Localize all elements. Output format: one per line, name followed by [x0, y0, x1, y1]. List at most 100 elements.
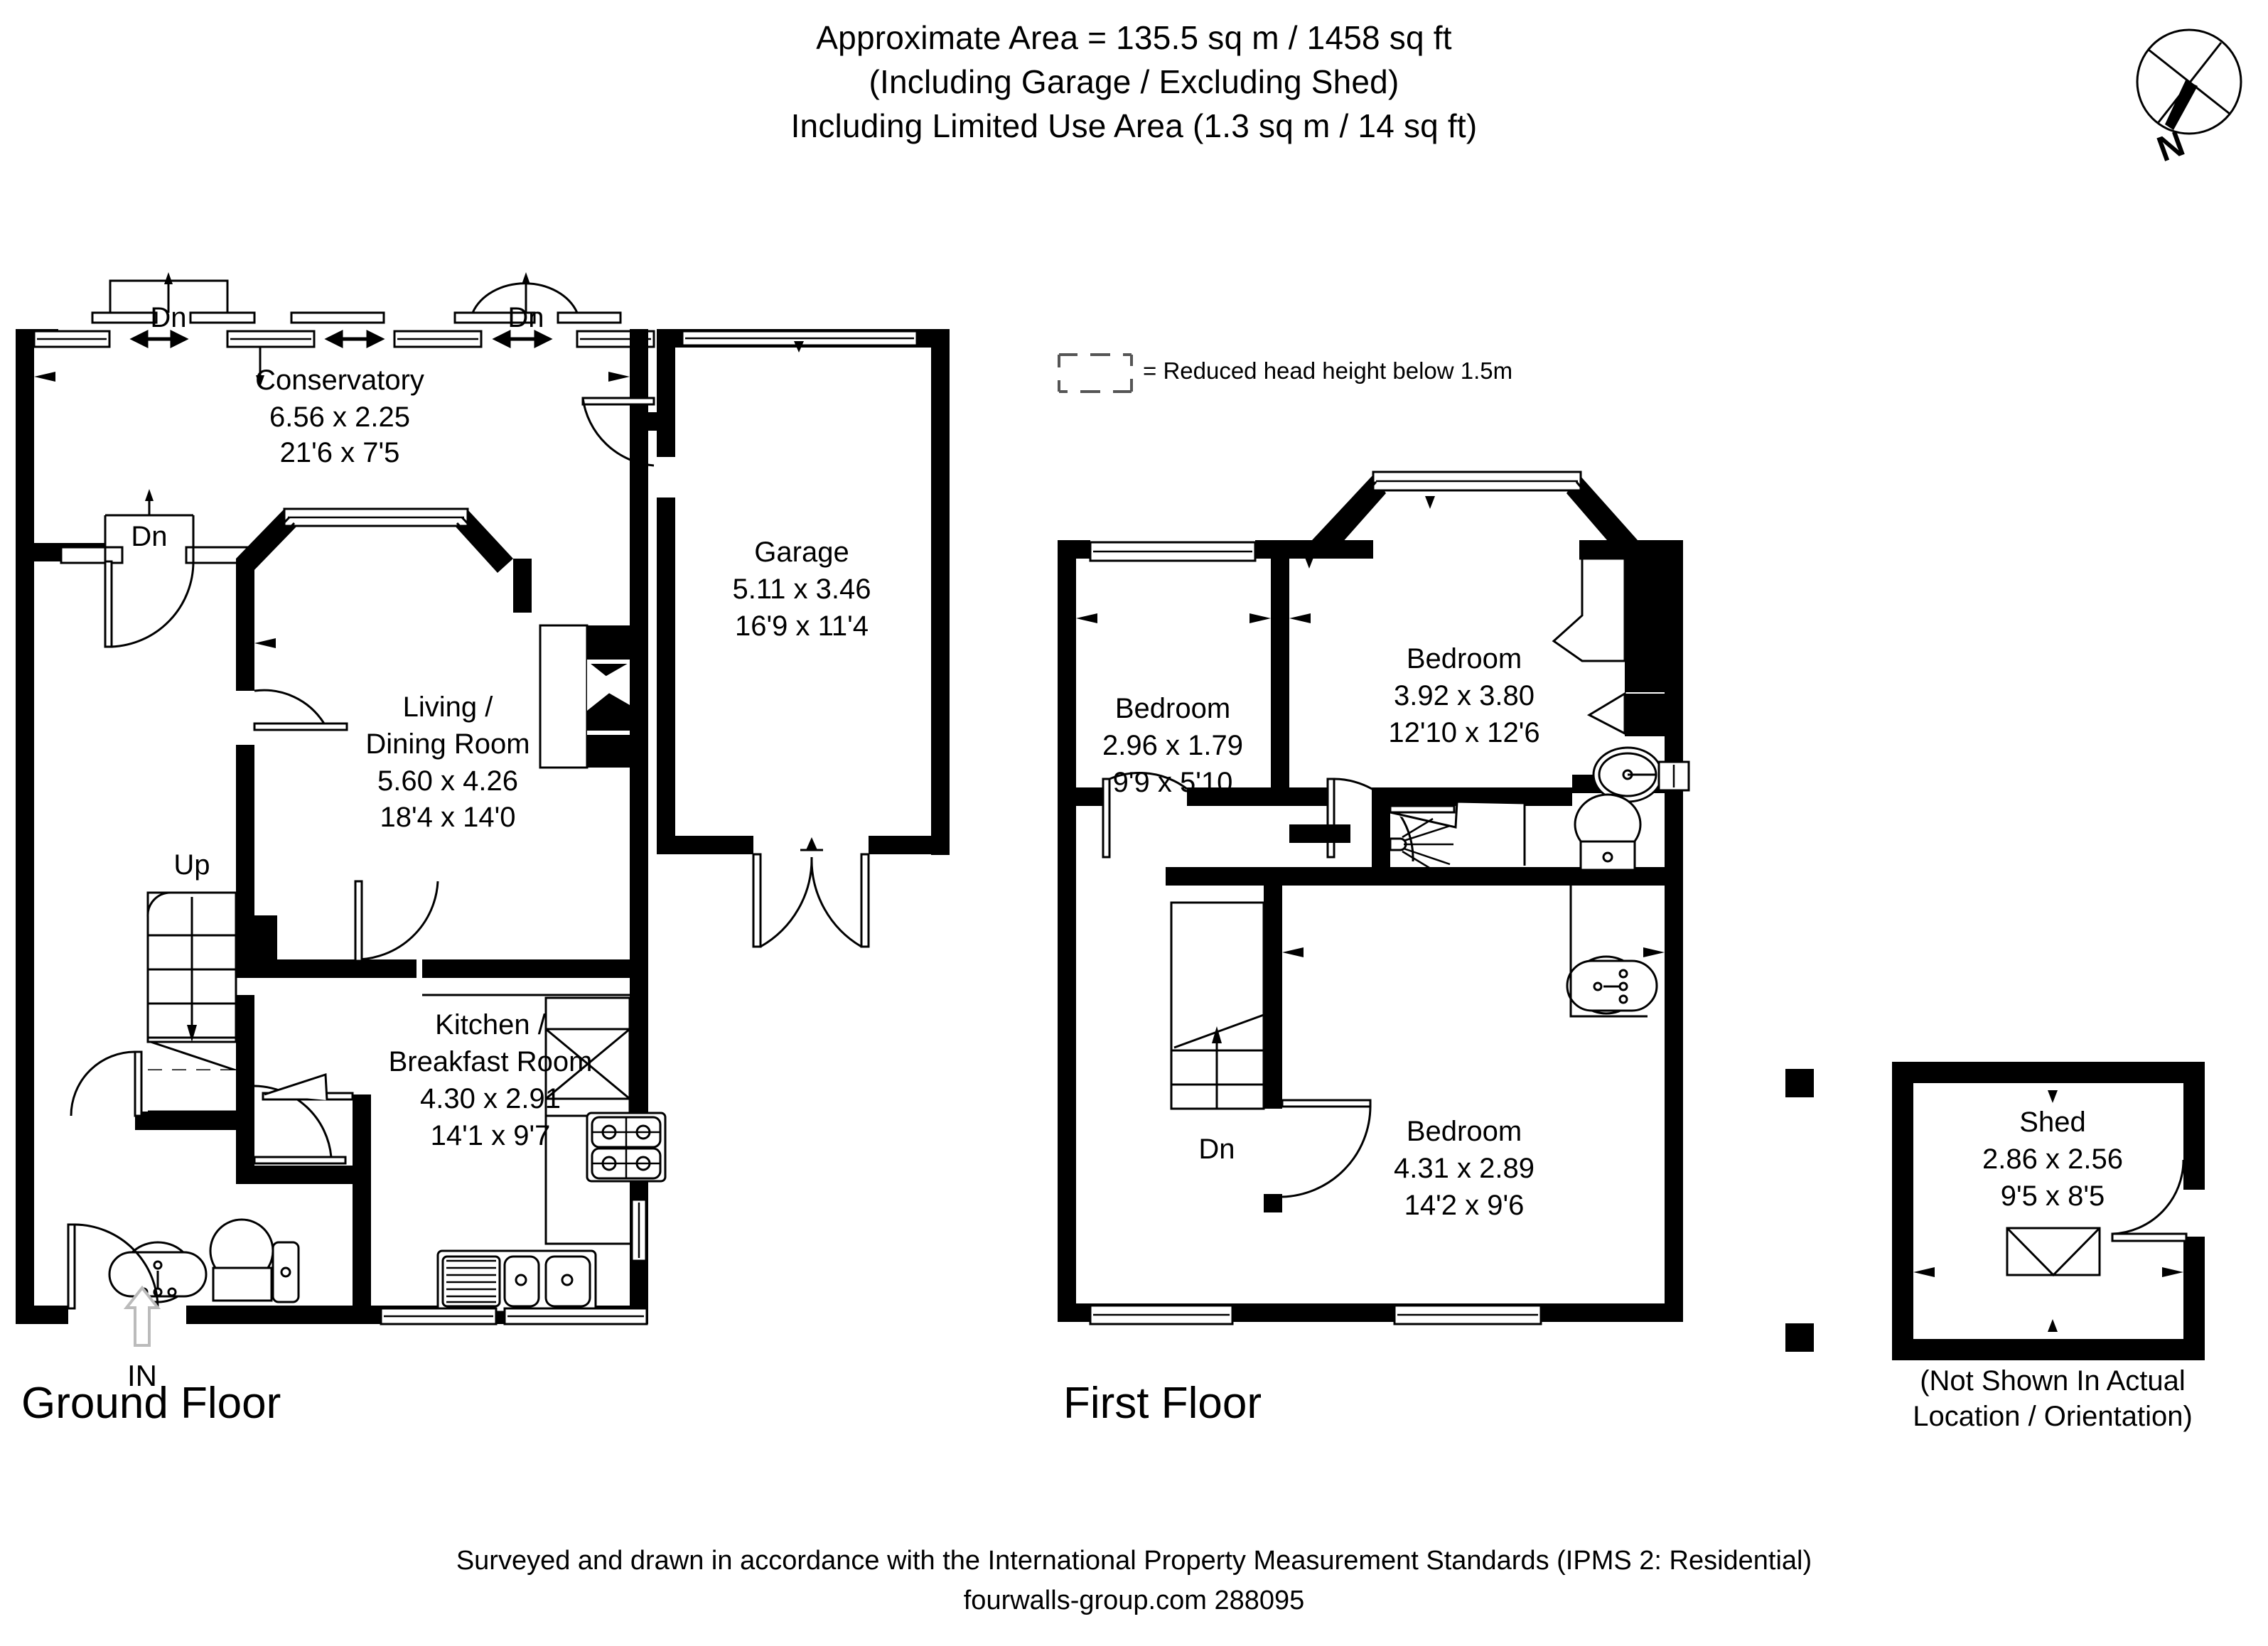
bedroom3-partition-wall — [1271, 559, 1289, 787]
dn-label-conservatory-left: Dn — [150, 302, 186, 333]
slide-direction-arrows — [129, 329, 553, 349]
room-dim-imperial-bedroom2: 14'2 x 9'6 — [1404, 1190, 1525, 1221]
room-dim-imperial-garage: 16'9 x 11'4 — [735, 610, 869, 642]
stair-wall — [1264, 886, 1282, 1109]
garage-room: Garage 5.11 x 3.46 16'9 x 11'4 — [657, 329, 950, 948]
shed-marker-dot-bottom — [1785, 1323, 1814, 1352]
wc-door-swing — [254, 1085, 333, 1158]
toilet-cistern — [1579, 840, 1636, 871]
shed-internal-feature — [2006, 1227, 2101, 1277]
side-entrance-door-group: Dn — [34, 489, 249, 648]
first-floor-sanitary-fixtures — [1566, 746, 1690, 1018]
wc-toilet-icon — [209, 1218, 300, 1303]
area-summary-line-2: (Including Garage / Excluding Shed) — [869, 63, 1399, 100]
ground-hall-staircase: Up — [70, 849, 254, 1130]
room-dim-imperial-shed: 9'5 x 8'5 — [2001, 1180, 2105, 1212]
room-label-living-line1: Living / — [403, 692, 494, 723]
shed-outbuilding: Shed 2.86 x 2.56 9'5 x 8'5 — [1785, 1062, 2205, 1360]
shed-right-wall-upper — [2183, 1062, 2205, 1190]
shower-head-icon — [1389, 817, 1453, 871]
room-label-kitchen-line1: Kitchen / — [435, 1009, 547, 1040]
room-dim-metric-bedroom1: 3.92 x 3.80 — [1394, 680, 1535, 711]
ground-wc-room: IN — [34, 1072, 371, 1392]
floor-label-ground: Ground Floor — [21, 1379, 281, 1428]
bedroom1-nook — [1552, 557, 1665, 736]
front-door-leaf — [67, 1223, 76, 1310]
room-label-kitchen-line2: Breakfast Room — [389, 1046, 593, 1077]
compass-rose-icon: N — [2136, 28, 2242, 169]
room-dim-imperial-kitchen: 14'1 x 9'7 — [431, 1120, 551, 1151]
living-door-leaf — [253, 722, 348, 731]
footer-line-1: Surveyed and drawn in accordance with th… — [456, 1546, 1812, 1576]
shed-marker-dot-top — [1785, 1069, 1814, 1097]
area-summary-line-1: Approximate Area = 135.5 sq m / 1458 sq … — [816, 19, 1452, 56]
conservatory-window-top-2 — [226, 330, 316, 348]
front-door-swing — [74, 1223, 159, 1309]
dn-label-conservatory-right: Dn — [507, 302, 544, 333]
legend-label: = Reduced head height below 1.5m — [1143, 357, 1513, 384]
room-dim-metric-shed: 2.86 x 2.56 — [1982, 1144, 2123, 1175]
bedroom3-door-swing — [1109, 772, 1188, 790]
room-label-bedroom2: Bedroom — [1407, 1116, 1522, 1147]
ground-left-outer-wall — [16, 329, 34, 1324]
conservatory-slider-leaf-5 — [557, 311, 622, 324]
shed-door-swing — [2112, 1159, 2185, 1235]
living-door-swing — [254, 689, 326, 724]
bedroom2-door-leaf — [1281, 1099, 1372, 1108]
kitchen-hob-icon — [586, 1112, 667, 1183]
floor-label-first: First Floor — [1063, 1379, 1262, 1428]
room-dim-imperial-bedroom1: 12'10 x 12'6 — [1388, 717, 1539, 748]
room-dim-imperial-bedroom3: 9'9 x 5'10 — [1113, 767, 1233, 798]
room-dim-metric-kitchen: 4.30 x 2.91 — [420, 1083, 561, 1114]
room-label-conservatory: Conservatory — [255, 365, 424, 396]
shower-tray — [1390, 800, 1526, 866]
entrance-arrow-icon — [123, 1285, 161, 1347]
up-label-ground-stairs: Up — [173, 849, 210, 881]
kitchen-door-leaf — [354, 880, 363, 962]
footer-line-2: fourwalls-group.com 288095 — [963, 1586, 1305, 1615]
room-dim-metric-garage: 5.11 x 3.46 — [733, 574, 871, 605]
room-label-bedroom3: Bedroom — [1115, 693, 1230, 724]
living-dining-room: Living / Dining Room 5.60 x 4.26 18'4 x … — [236, 507, 648, 978]
step-direction-arrows — [164, 272, 530, 387]
room-label-shed: Shed — [2019, 1107, 2085, 1138]
dn-label-first-stairs: Dn — [1198, 1134, 1235, 1165]
kitchen-door-swing — [355, 881, 439, 961]
chimney-breast — [539, 624, 630, 769]
conservatory-slider-leaf-1 — [91, 311, 158, 324]
conservatory-slider-leaf-2 — [189, 311, 256, 324]
conservatory-window-top-1 — [33, 330, 111, 348]
shed-left-wall — [1892, 1062, 1913, 1360]
garage-door-leaf-left — [752, 853, 762, 948]
garage-door-swing-left — [760, 856, 813, 948]
shed-door-leaf — [2111, 1232, 2188, 1242]
shed-bottom-wall — [1892, 1339, 2205, 1360]
dimension-ticks-first — [1076, 496, 1665, 957]
conservatory-slider-leaf-4 — [453, 311, 536, 324]
bedroom2-door-swing — [1281, 1106, 1372, 1198]
dn-label-side-entrance: Dn — [131, 521, 167, 552]
first-right-outer-wall — [1665, 540, 1683, 1322]
room-dim-metric-bedroom2: 4.31 x 2.89 — [1394, 1153, 1535, 1184]
reduced-head-height-swatch-icon — [1058, 353, 1133, 393]
ground-floor-plan: Dn Dn Conservatory 6.56 x 2.25 21'6 x 7'… — [16, 272, 950, 1428]
conservatory-slider-leaf-3 — [290, 311, 385, 324]
entrance-label: IN — [127, 1359, 157, 1392]
room-label-bedroom1: Bedroom — [1407, 643, 1522, 674]
room-dim-metric-bedroom3: 2.96 x 1.79 — [1102, 730, 1243, 761]
kitchen-sink-icon — [436, 1249, 597, 1313]
dimension-ticks-ground — [34, 372, 630, 648]
garage-door-leaf-right — [860, 853, 870, 948]
survey-footer: Surveyed and drawn in accordance with th… — [0, 1541, 2268, 1620]
shed-top-wall — [1892, 1062, 2205, 1083]
first-floor-staircase: Dn — [1170, 886, 1372, 1212]
shed-location-note: (Not Shown In Actual Location / Orientat… — [1832, 1363, 2268, 1434]
bedroom1-bay — [1312, 470, 1683, 559]
room-dim-imperial-living: 18'4 x 14'0 — [380, 802, 516, 833]
area-summary-line-3: Including Limited Use Area (1.3 sq m / 1… — [790, 107, 1478, 144]
room-dim-metric-living: 5.60 x 4.26 — [377, 765, 518, 797]
bedroom3-door-leaf — [1102, 778, 1111, 859]
side-window-left — [60, 546, 124, 564]
